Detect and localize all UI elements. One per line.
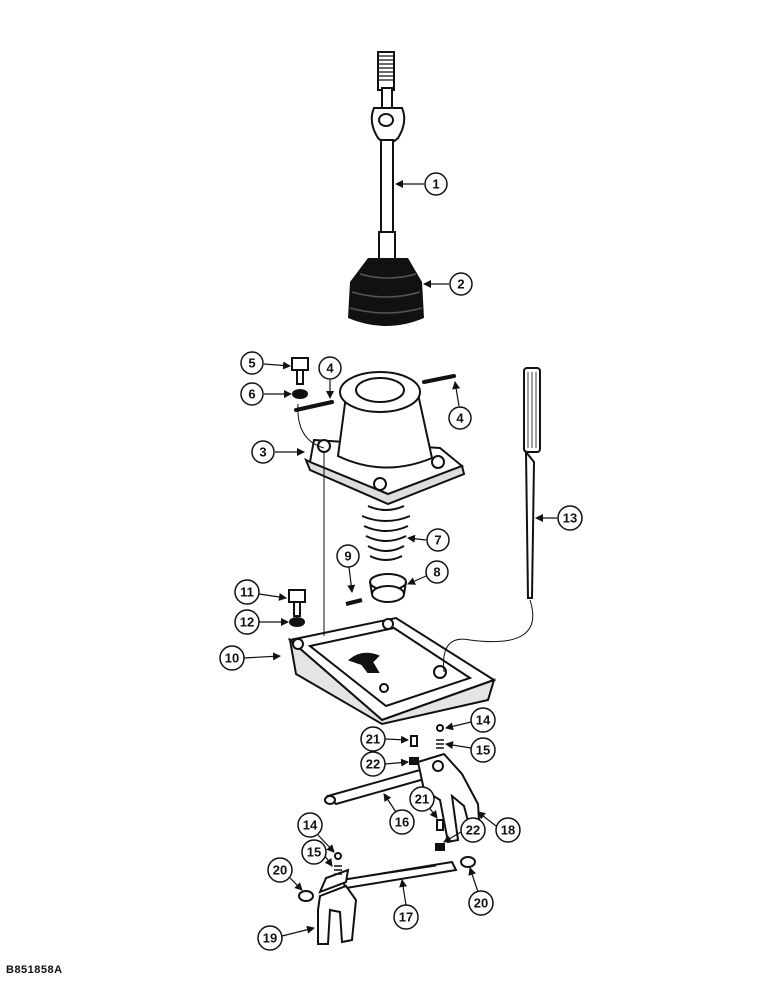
callout-12: 12 [234, 609, 289, 635]
callout-label: 3 [259, 445, 266, 460]
seat-8 [369, 573, 407, 603]
callout-1: 1 [395, 172, 448, 196]
callout-22-upper: 22 [360, 751, 409, 777]
bolt-11 [288, 589, 306, 627]
callout-label: 1 [432, 177, 439, 192]
callout-15-upper: 15 [445, 737, 496, 763]
snap-ring-20-left [298, 890, 314, 902]
detent-parts-upper [409, 724, 444, 765]
callout-label: 8 [433, 565, 440, 580]
callout-15-lower: 15 [301, 839, 333, 867]
callout-label: 6 [248, 387, 255, 402]
shift-rod-lower [340, 860, 458, 890]
shift-fork-19 [317, 868, 358, 945]
callout-label: 14 [476, 713, 491, 728]
spring-7 [361, 505, 411, 561]
callout-label: 21 [366, 732, 380, 747]
callout-label: 21 [415, 792, 429, 807]
callout-19: 19 [257, 925, 315, 951]
upper-cover [304, 371, 466, 506]
callout-label: 14 [303, 818, 318, 833]
callout-21-upper: 21 [360, 726, 409, 752]
callout-13: 13 [535, 505, 583, 531]
callout-20-left: 20 [267, 857, 303, 891]
callout-3: 3 [251, 440, 305, 464]
callout-label: 22 [466, 823, 480, 838]
callout-22-lower: 22 [443, 817, 486, 843]
callout-label: 4 [326, 361, 334, 376]
callout-label: 9 [344, 549, 351, 564]
callout-14-lower: 14 [297, 812, 335, 853]
callout-17: 17 [393, 879, 419, 930]
callout-label: 15 [476, 743, 490, 758]
callout-5: 5 [240, 351, 291, 375]
callout-label: 2 [457, 277, 464, 292]
callout-4-left: 4 [318, 356, 342, 399]
callout-20-right: 20 [468, 867, 494, 916]
callout-16: 16 [383, 793, 415, 835]
callout-10: 10 [219, 645, 281, 671]
callout-14-upper: 14 [445, 707, 496, 733]
callout-label: 20 [474, 896, 488, 911]
callout-7: 7 [407, 528, 450, 552]
callout-label: 15 [307, 845, 321, 860]
bolt-5 [291, 357, 309, 399]
figure-code: B851858A [6, 964, 63, 976]
callout-6: 6 [240, 382, 292, 406]
lower-housing [287, 616, 497, 726]
callout-label: 7 [434, 533, 441, 548]
callout-11: 11 [234, 579, 287, 605]
callout-label: 20 [273, 863, 287, 878]
detent-parts-lower [334, 819, 445, 875]
callout-label: 18 [501, 823, 515, 838]
snap-ring-20-right [460, 856, 476, 868]
callout-18: 18 [477, 811, 521, 843]
callout-label: 11 [240, 585, 254, 600]
callout-label: 4 [456, 411, 464, 426]
shift-fork-18 [416, 752, 482, 844]
rubber-boot [348, 258, 424, 326]
callout-label: 12 [240, 615, 254, 630]
shift-lever [370, 51, 406, 263]
pin-9 [345, 598, 363, 606]
callout-9: 9 [336, 544, 360, 593]
callout-21-lower: 21 [409, 786, 438, 819]
callout-label: 13 [563, 511, 577, 526]
callout-2: 2 [423, 272, 473, 296]
callout-label: 17 [399, 910, 413, 925]
callout-label: 19 [263, 931, 277, 946]
roll-pins [294, 374, 456, 412]
callout-4-right: 4 [448, 381, 472, 430]
callout-8: 8 [407, 560, 449, 585]
callout-label: 5 [248, 356, 255, 371]
dipstick [523, 367, 541, 599]
callout-label: 16 [395, 815, 409, 830]
callout-label: 10 [225, 651, 239, 666]
callout-label: 22 [366, 757, 380, 772]
